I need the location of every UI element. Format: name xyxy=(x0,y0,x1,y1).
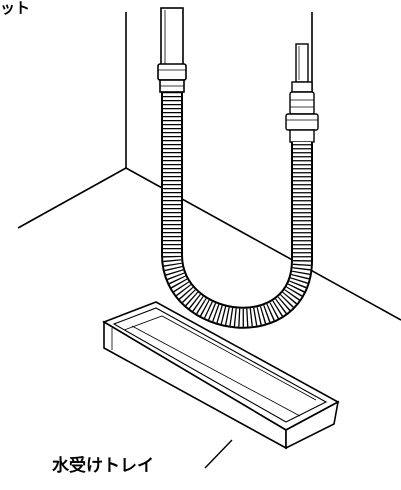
room-walls xyxy=(17,12,401,321)
tray-side xyxy=(285,400,340,450)
flexible-hose xyxy=(161,92,313,329)
left-pipe xyxy=(157,7,187,93)
right-pipe xyxy=(285,43,319,143)
tray-inner xyxy=(112,307,328,423)
partial-label-top: ット xyxy=(0,0,31,17)
tray-leader-line xyxy=(204,439,233,469)
water-tray xyxy=(102,301,340,450)
floor-left-edge xyxy=(17,167,127,229)
water-tray-label: 水受けトレイ xyxy=(52,456,154,476)
